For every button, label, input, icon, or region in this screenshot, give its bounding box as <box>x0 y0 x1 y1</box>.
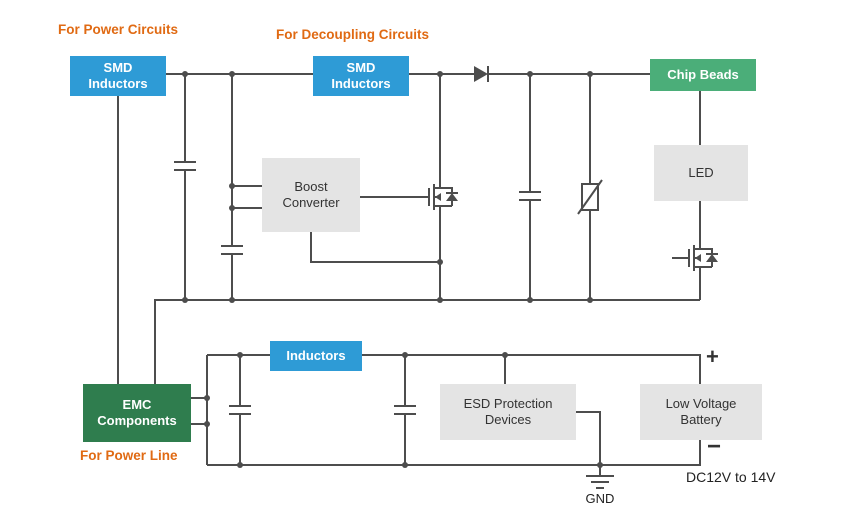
junction-dot <box>402 462 408 468</box>
junction-dot <box>229 297 235 303</box>
wire <box>310 232 440 263</box>
wires-top <box>117 73 701 384</box>
junction-dot <box>237 352 243 358</box>
wire <box>207 440 701 466</box>
wire <box>191 355 208 465</box>
junction-dots <box>182 71 603 468</box>
battery-plus-label: + <box>706 344 719 369</box>
junction-dot <box>204 395 210 401</box>
wire <box>362 354 701 384</box>
block-chip-beads: Chip Beads <box>650 59 756 91</box>
junction-dot <box>229 205 235 211</box>
block-emc-components: EMC Components <box>83 384 191 442</box>
ground-icon <box>586 465 614 489</box>
junction-dot <box>527 297 533 303</box>
wire <box>231 74 262 300</box>
block-smd-inductors-decoupling: SMD Inductors <box>313 56 409 96</box>
block-led: LED <box>654 145 748 201</box>
block-boost-converter: Boost Converter <box>262 158 360 232</box>
mosfet-arrow <box>435 193 441 201</box>
junction-dot <box>182 297 188 303</box>
junction-dot <box>527 71 533 77</box>
block-esd-protection-devices: ESD Protection Devices <box>440 384 576 440</box>
junction-dot <box>587 71 593 77</box>
varistor-strike <box>577 179 603 215</box>
label-for-power-line: For Power Line <box>80 448 178 463</box>
mosfet-arrow <box>695 254 701 262</box>
label-for-power-circuits: For Power Circuits <box>58 22 179 37</box>
label-for-decoupling-circuits: For Decoupling Circuits <box>276 27 430 42</box>
junction-dot <box>402 352 408 358</box>
diode-triangle <box>474 66 488 82</box>
mosfet-stubs <box>434 180 441 214</box>
junction-dot <box>437 259 443 265</box>
junction-dot <box>229 183 235 189</box>
junction-dot <box>437 71 443 77</box>
capacitor-plates <box>394 405 416 415</box>
mosfet-icon <box>428 180 458 214</box>
block-low-voltage-battery: Low Voltage Battery <box>640 384 762 440</box>
junction-dot <box>182 71 188 77</box>
mosfet-body-diode <box>706 254 718 262</box>
junction-dot <box>587 297 593 303</box>
capacitor-icon <box>221 245 243 255</box>
capacitor-icon <box>174 161 196 171</box>
mosfet-body-diode-branch <box>700 248 713 268</box>
junction-dot <box>437 297 443 303</box>
capacitor-plates <box>174 161 196 171</box>
diode-icon <box>474 66 489 82</box>
mosfet-body-diode <box>446 193 458 201</box>
ground-bars <box>586 465 614 489</box>
capacitor-icon <box>229 405 251 415</box>
wire <box>154 299 700 384</box>
mosfet-body-diode-branch <box>440 187 453 207</box>
gnd-label: GND <box>585 491 615 506</box>
block-inductors: Inductors <box>270 341 362 371</box>
junction-dot <box>204 421 210 427</box>
junction-dot <box>597 462 603 468</box>
battery-minus-label: − <box>707 433 722 460</box>
capacitor-plates <box>229 405 251 415</box>
capacitor-icon <box>394 405 416 415</box>
junction-dot <box>237 462 243 468</box>
mosfet-icon <box>672 245 718 271</box>
varistor-icon <box>577 179 603 215</box>
junction-dot <box>502 352 508 358</box>
capacitor-plates <box>221 245 243 255</box>
capacitor-plates <box>519 191 541 201</box>
junction-dot <box>229 71 235 77</box>
capacitor-icon <box>519 191 541 201</box>
block-smd-inductors-power: SMD Inductors <box>70 56 166 96</box>
battery-voltage-label: DC12V to 14V <box>686 469 776 485</box>
wire <box>576 411 601 465</box>
